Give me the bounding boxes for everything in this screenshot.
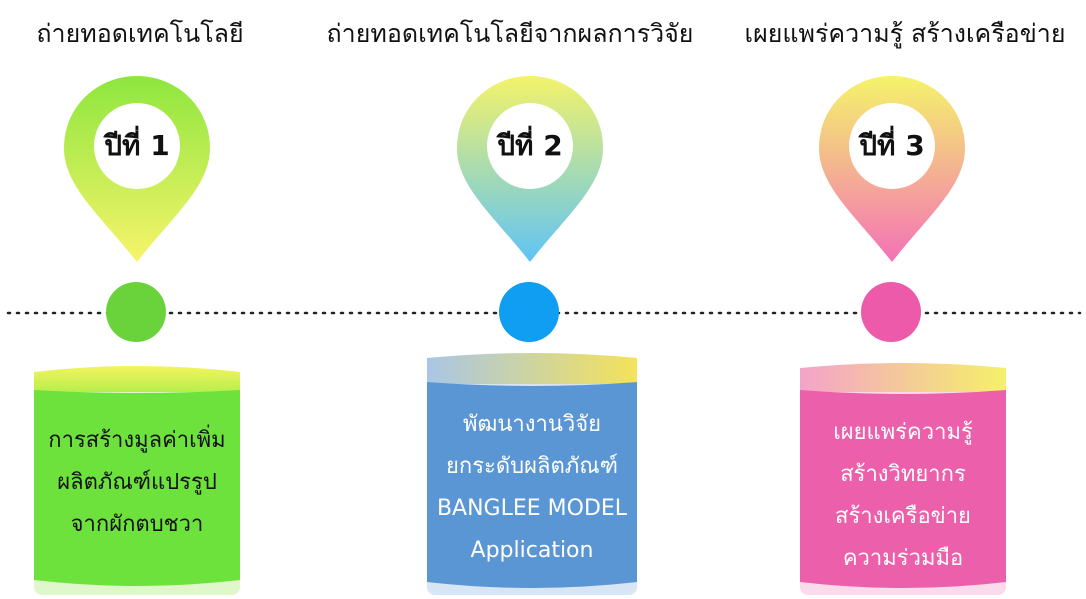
timeline-dot-1 bbox=[106, 282, 166, 342]
card-3-line-3: สร้างเครือข่าย bbox=[835, 504, 971, 529]
card-3-line-4: ความร่วมมือ bbox=[842, 546, 964, 571]
card-2-line-1: พัฒนางานวิจัย bbox=[462, 412, 602, 437]
timeline-dot-2 bbox=[499, 282, 559, 342]
card-1-line-2: ผลิตภัณฑ์แปรรูป bbox=[57, 470, 217, 495]
card-2-text: พัฒนางานวิจัย ยกระดับผลิตภัณฑ์ BANGLEE M… bbox=[427, 404, 637, 572]
card-3-text: เผยแพร่ความรู้ สร้างวิทยากร สร้างเครือข่… bbox=[800, 412, 1006, 580]
step-1-heading: ถ่ายทอดเทคโนโลยี bbox=[36, 19, 244, 48]
year-2-label: ปีที่ 2 bbox=[497, 129, 563, 162]
card-3-line-2: สร้างวิทยากร bbox=[840, 462, 966, 487]
pin-3 bbox=[819, 76, 965, 262]
year-1-label: ปีที่ 1 bbox=[104, 129, 170, 162]
card-1-line-1: การสร้างมูลค่าเพิ่ม bbox=[48, 428, 226, 453]
timeline-dot-3 bbox=[861, 282, 921, 342]
year-3-label: ปีที่ 3 bbox=[859, 129, 925, 162]
pin-2 bbox=[457, 76, 603, 262]
card-2-line-3: BANGLEE MODEL bbox=[436, 496, 628, 521]
card-1-text: การสร้างมูลค่าเพิ่ม ผลิตภัณฑ์แปรรูป จากผ… bbox=[34, 420, 240, 546]
card-1-line-3: จากผักตบชวา bbox=[70, 512, 204, 537]
pin-1 bbox=[64, 76, 210, 262]
card-2-line-2: ยกระดับผลิตภัณฑ์ bbox=[446, 454, 618, 479]
card-3-line-1: เผยแพร่ความรู้ bbox=[833, 420, 973, 445]
card-2-line-4: Application bbox=[470, 538, 594, 563]
step-2-heading: ถ่ายทอดเทคโนโลยีจากผลการวิจัย bbox=[326, 19, 694, 48]
card-2 bbox=[427, 353, 637, 595]
step-3-heading: เผยแพร่ความรู้ สร้างเครือข่าย bbox=[744, 19, 1066, 48]
card-1 bbox=[34, 366, 240, 595]
card-3 bbox=[800, 363, 1006, 595]
